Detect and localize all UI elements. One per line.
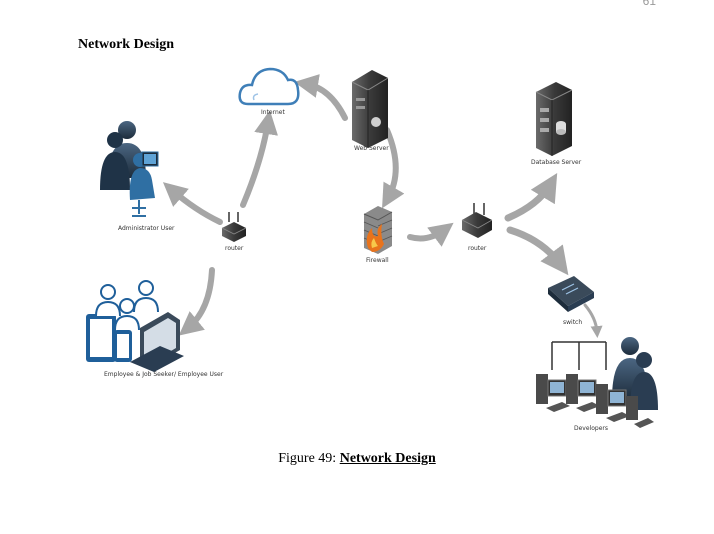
router-right-label: router xyxy=(468,245,487,252)
database-server-label: Database Server xyxy=(531,159,582,166)
figure-caption: Figure 49: Network Design xyxy=(0,451,714,467)
switch-icon xyxy=(548,276,594,312)
developers-label: Developers xyxy=(574,425,608,432)
arrow-router-to-admin xyxy=(162,182,223,225)
arrow-router-to-switch xyxy=(506,226,569,276)
firewall-label: Firewall xyxy=(366,257,389,264)
arrow-router-to-users xyxy=(178,267,215,336)
switch-label: switch xyxy=(563,319,582,326)
database-server-icon xyxy=(535,82,573,156)
arrow-switch-to-developers xyxy=(583,303,603,338)
caption-prefix: Figure 49: xyxy=(278,451,340,466)
admin-user-label: Administrator User xyxy=(118,225,175,232)
arrow-webserver-to-firewall xyxy=(382,127,405,209)
router-left-label: router xyxy=(225,245,244,252)
section-heading: Network Design xyxy=(78,37,175,52)
caption-title: Network Design xyxy=(339,451,436,466)
router-icon xyxy=(221,212,247,242)
cloud-icon xyxy=(238,67,300,106)
arrow-router-to-internet xyxy=(240,110,278,208)
developers-icon xyxy=(536,337,658,428)
server-icon xyxy=(351,70,389,148)
employee-users-label: Employee & Job Seeker/ Employee User xyxy=(104,371,224,378)
arrow-router-to-database xyxy=(504,172,558,222)
internet-label: Internet xyxy=(261,109,285,116)
firewall-icon xyxy=(363,206,393,254)
arrow-firewall-to-router xyxy=(407,222,454,247)
employee-users-icon xyxy=(86,280,184,372)
arrow-webserver-to-internet xyxy=(294,74,348,121)
admin-user-icon xyxy=(100,121,159,217)
router-icon-right xyxy=(461,203,493,238)
web-server-label: Web Server xyxy=(354,145,389,152)
connection-arrows xyxy=(162,74,603,338)
page-number: 61 xyxy=(642,0,656,8)
